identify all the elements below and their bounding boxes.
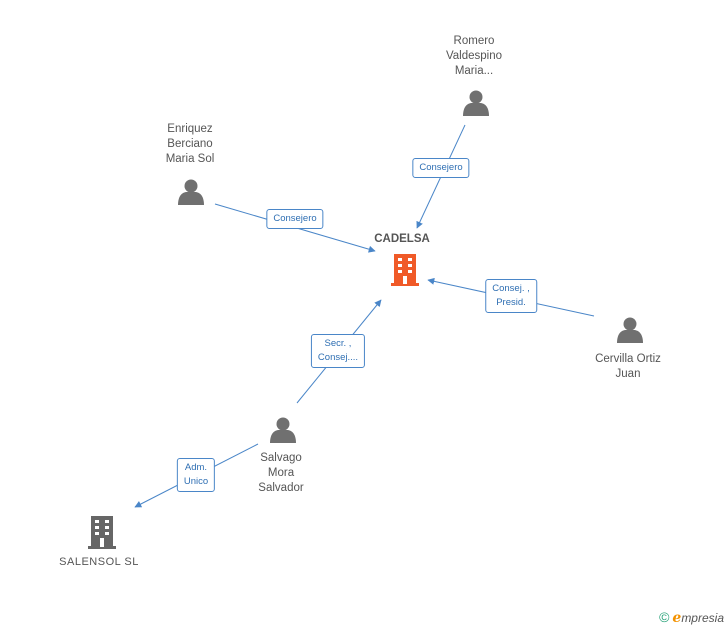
building-icon[interactable] — [88, 516, 116, 549]
brand-name: mpresia — [681, 611, 724, 625]
node-label-cervilla[interactable]: Cervilla Ortiz Juan — [595, 353, 661, 380]
person-icon[interactable] — [617, 317, 643, 344]
node-label-cadelsa[interactable]: CADELSA — [374, 233, 430, 245]
edge-label-enriquez-cadelsa: Consejero — [266, 209, 324, 229]
building-icon[interactable] — [391, 254, 419, 286]
edge-label-salvago-cadelsa: Secr. , Consej.... — [310, 334, 366, 368]
edge-label-salvago-salensol: Adm. Unico — [176, 458, 216, 492]
brand-logo: ©empresia — [659, 609, 724, 626]
person-icon[interactable] — [270, 417, 296, 444]
copyright-icon: © — [659, 609, 670, 625]
node-label-salensol[interactable]: SALENSOL SL — [59, 556, 139, 568]
brand-e: e — [672, 610, 682, 626]
edge-label-cervilla-cadelsa: Consej. , Presid. — [485, 279, 537, 313]
node-label-salvago[interactable]: Salvago Mora Salvador — [258, 452, 304, 494]
person-icon[interactable] — [463, 90, 489, 117]
node-label-romero[interactable]: Romero Valdespino Maria... — [445, 35, 503, 77]
node-label-enriquez[interactable]: Enriquez Berciano Maria Sol — [165, 123, 215, 165]
person-icon[interactable] — [178, 179, 204, 206]
edge-label-romero-cadelsa: Consejero — [412, 158, 470, 178]
